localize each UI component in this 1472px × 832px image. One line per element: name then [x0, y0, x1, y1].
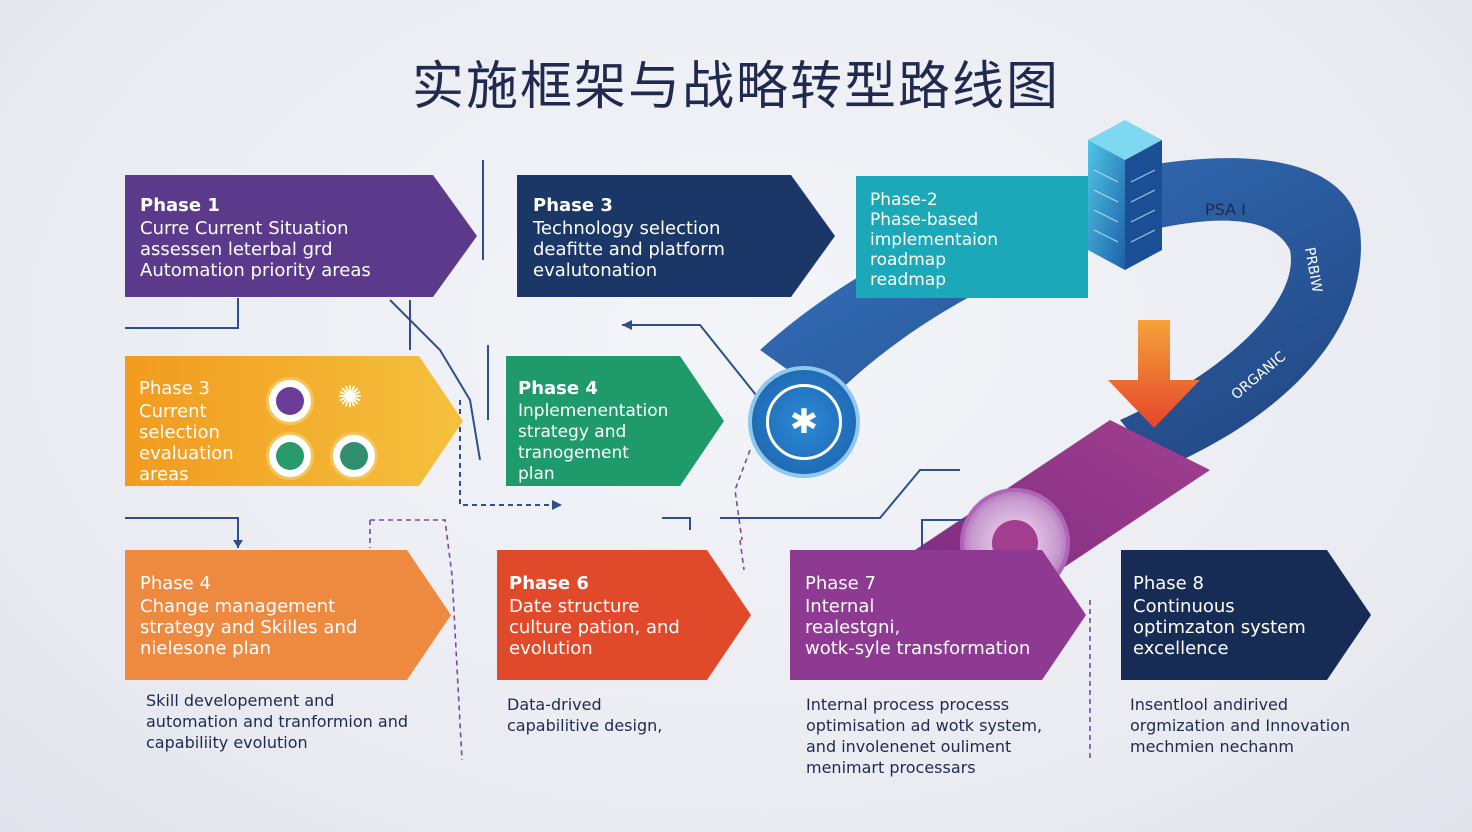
phase-text: realestgni,	[805, 617, 901, 638]
curve-label-top: PSA I	[1205, 200, 1246, 219]
phase-text: assessen leterbal grd	[140, 239, 333, 260]
phase-text: deafitte and platform	[533, 239, 725, 260]
phase-card-5: Phase 4 Inplemenentation strategy and tr…	[506, 356, 724, 486]
note-text: capabiliity evolution	[146, 733, 308, 752]
phase-text: Automation priority areas	[140, 260, 371, 281]
phase-label: Phase-2	[870, 190, 938, 210]
phase-text: Current	[139, 401, 207, 422]
phase-text: strategy and	[518, 422, 627, 442]
phase-card-8: Phase 7 Internal realestgni, wotk-syle t…	[790, 550, 1086, 680]
note-2: Data-drived capabilitive design,	[507, 694, 662, 736]
note-text: automation and tranformion and	[146, 712, 408, 731]
plant-icon	[330, 432, 378, 480]
server-tower-icon	[1088, 120, 1162, 270]
phase-text: plan	[518, 464, 555, 484]
note-1: Skill developement and automation and tr…	[146, 690, 408, 753]
brain-icon	[266, 377, 314, 425]
phase-text: optimzaton system	[1133, 617, 1306, 638]
note-text: and involenenet ouliment	[806, 737, 1012, 756]
note-text: Insentlool andirived	[1130, 695, 1289, 714]
note-text: menimart processars	[806, 758, 976, 777]
phase-text: strategy and Skilles and	[140, 617, 358, 638]
phase-label: Phase 4	[518, 378, 598, 399]
page-title: 实施框架与战略转型路线图	[411, 57, 1060, 117]
note-text: Internal process processs	[806, 695, 1010, 714]
gear-icon: ✺	[337, 379, 363, 415]
phase-text: Continuous	[1133, 596, 1235, 617]
phase-label: Phase 3	[139, 378, 210, 399]
phase-text: evolution	[509, 638, 593, 659]
phase-card-7: Phase 6 Date structure culture pation, a…	[497, 550, 751, 680]
person-icon	[266, 432, 314, 480]
phase-card-1: Phase 1 Curre Current Situation assessen…	[125, 175, 477, 297]
phase-text: Phase-based	[870, 210, 979, 230]
phase-label: Phase 1	[140, 195, 220, 216]
phase-text: readmap	[870, 270, 947, 290]
phase-label: Phase 4	[140, 573, 211, 594]
phase-text: Internal	[805, 596, 875, 617]
phase-card-2: Phase 3 Technology selection deafitte an…	[517, 175, 835, 297]
blue-ribbon	[760, 158, 1361, 470]
phase-text: implementaion	[870, 230, 999, 250]
phase-text: roadmap	[870, 250, 946, 270]
note-text: orgmization and Innovation	[1130, 716, 1351, 735]
phase-text: Inplemenentation	[518, 401, 669, 421]
phase-text: excellence	[1133, 638, 1229, 659]
phase-text: Date structure	[509, 596, 640, 617]
phase-text: areas	[139, 464, 189, 485]
phase-label: Phase 7	[805, 573, 876, 594]
phase-text: selection	[139, 422, 220, 443]
phase-label: Phase 3	[533, 195, 613, 216]
phase-card-3: Phase-2 Phase-based implementaion roadma…	[856, 176, 1088, 298]
note-4: Insentlool andirived orgmization and Inn…	[1130, 694, 1350, 757]
phase-text: Change management	[140, 596, 336, 617]
phase-text: tranogement	[518, 443, 629, 463]
network-gear-icon: ✱	[748, 366, 860, 478]
note-text: Data-drived	[507, 695, 602, 714]
note-text: optimisation ad wotk system,	[806, 716, 1043, 735]
note-text: mechmien nechanm	[1130, 737, 1294, 756]
note-text: Skill developement and	[146, 691, 335, 710]
down-arrow	[1108, 320, 1200, 428]
phase-label: Phase 6	[509, 573, 589, 594]
phase-card-9: Phase 8 Continuous optimzaton system exc…	[1121, 550, 1371, 680]
phase-text: wotk-syle transformation	[805, 638, 1031, 659]
note-3: Internal process processs optimisation a…	[806, 694, 1042, 778]
phase-text: evaluation	[139, 443, 234, 464]
phase-text: nielesone plan	[140, 638, 272, 659]
phase-text: culture pation, and	[509, 617, 680, 638]
phase-text: evalutonation	[533, 260, 658, 281]
phase-text: Curre Current Situation	[140, 218, 349, 239]
phase-text: Technology selection	[533, 218, 721, 239]
phase-label: Phase 8	[1133, 573, 1204, 594]
phase-card-6: Phase 4 Change management strategy and S…	[125, 550, 451, 680]
note-text: capabilitive design,	[507, 716, 663, 735]
